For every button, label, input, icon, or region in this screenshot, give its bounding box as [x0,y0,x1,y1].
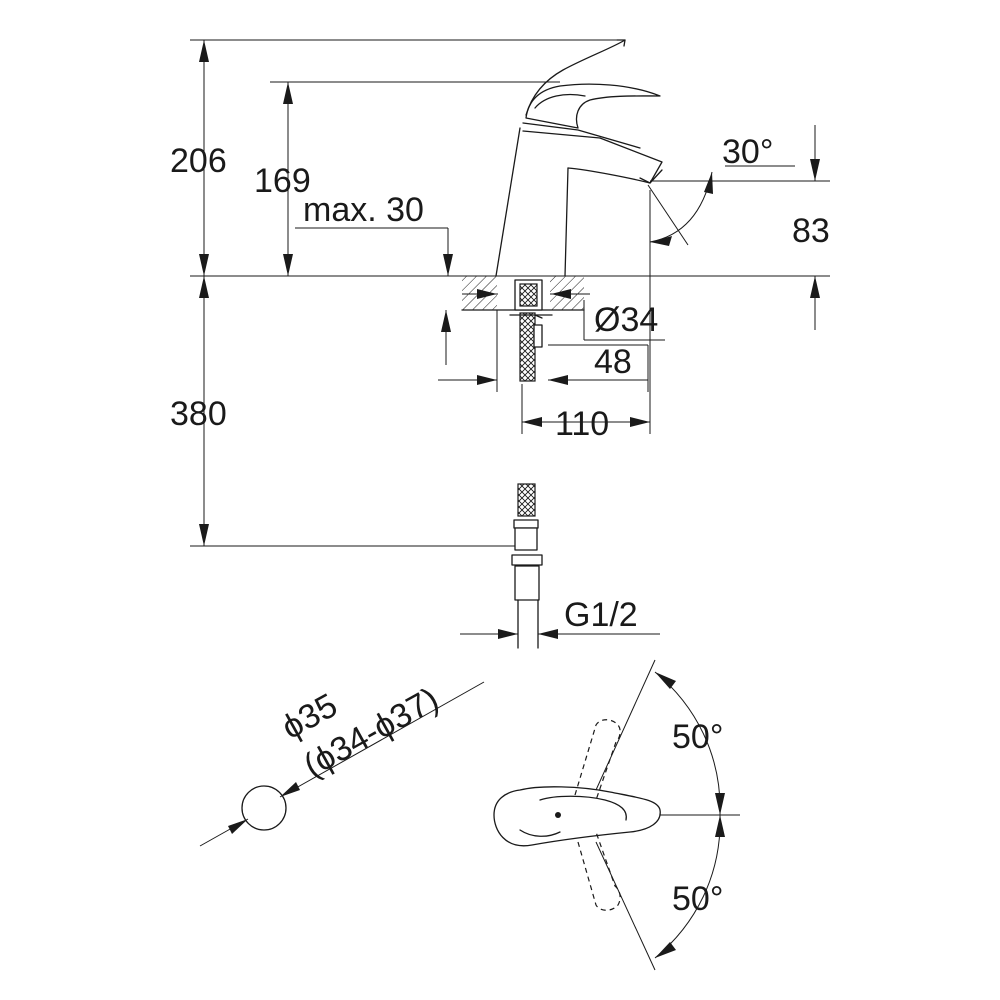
dim-lever-angle-upper: 50° [672,718,723,756]
bore-detail [199,681,485,847]
dim-spout-height: 83 [792,212,830,250]
spout [567,137,663,184]
dim-body-diameter: 48 [594,343,632,381]
dim-hole-diameter: Ø34 [594,301,658,339]
dim-handle-height: 169 [254,162,311,200]
dim-deck-thickness: max. 30 [303,191,424,229]
lever-top-view [493,659,740,971]
dim-spout-angle: 30° [722,133,773,171]
dim-hose-length: 380 [170,395,227,433]
dimension-lines [190,39,830,639]
lever-top-outline [493,786,661,847]
lever [525,83,661,129]
faucet-side-view [495,39,663,277]
dim-thread: G1/2 [564,596,638,634]
supply-hose [511,483,543,649]
lever-raised-outline [525,39,626,116]
deck-section [190,275,830,382]
dim-spout-reach: 110 [555,405,609,443]
dim-lever-angle-lower: 50° [672,880,723,918]
dim-total-height: 206 [170,142,227,180]
faucet-body [495,127,569,277]
